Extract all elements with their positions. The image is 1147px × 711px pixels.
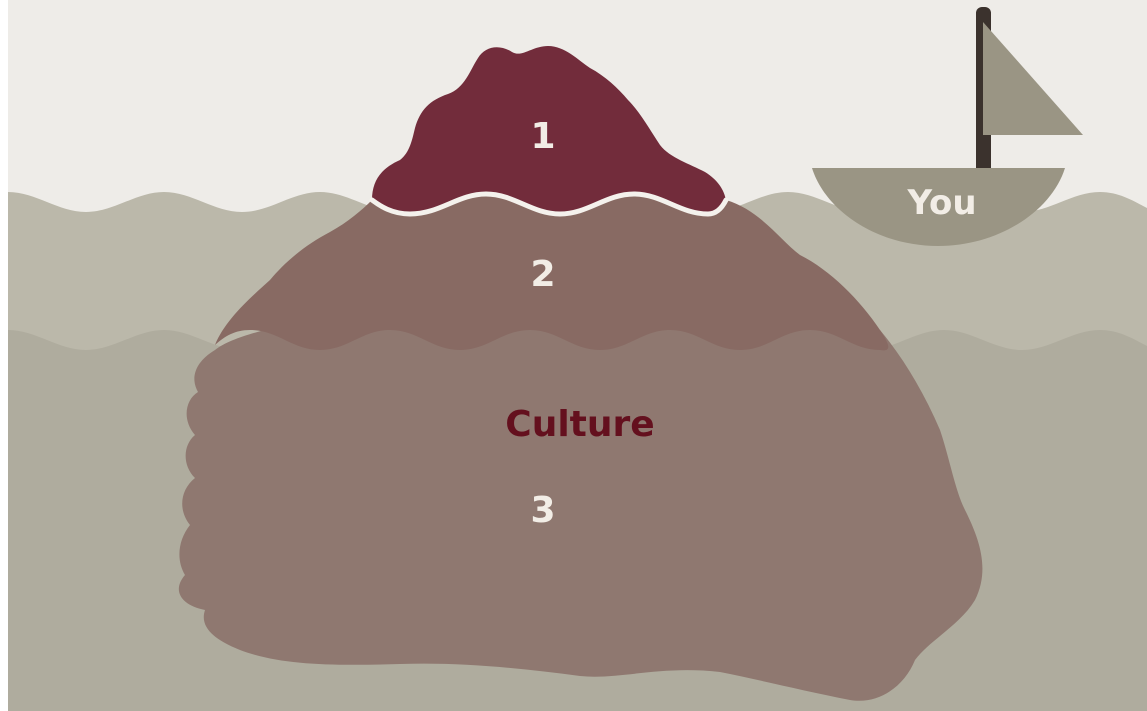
tip-label: 1 (530, 116, 555, 157)
iceberg-base (178, 330, 983, 701)
iceberg-middle (215, 194, 889, 351)
culture-label: Culture (505, 404, 654, 445)
middle-label: 2 (530, 254, 555, 295)
iceberg-tip (372, 46, 726, 214)
iceberg-waterline (369, 191, 729, 217)
boat-sail (983, 22, 1083, 135)
base-label: 3 (530, 490, 555, 531)
boat-hull (812, 168, 1065, 246)
boat-label: You (906, 183, 976, 223)
